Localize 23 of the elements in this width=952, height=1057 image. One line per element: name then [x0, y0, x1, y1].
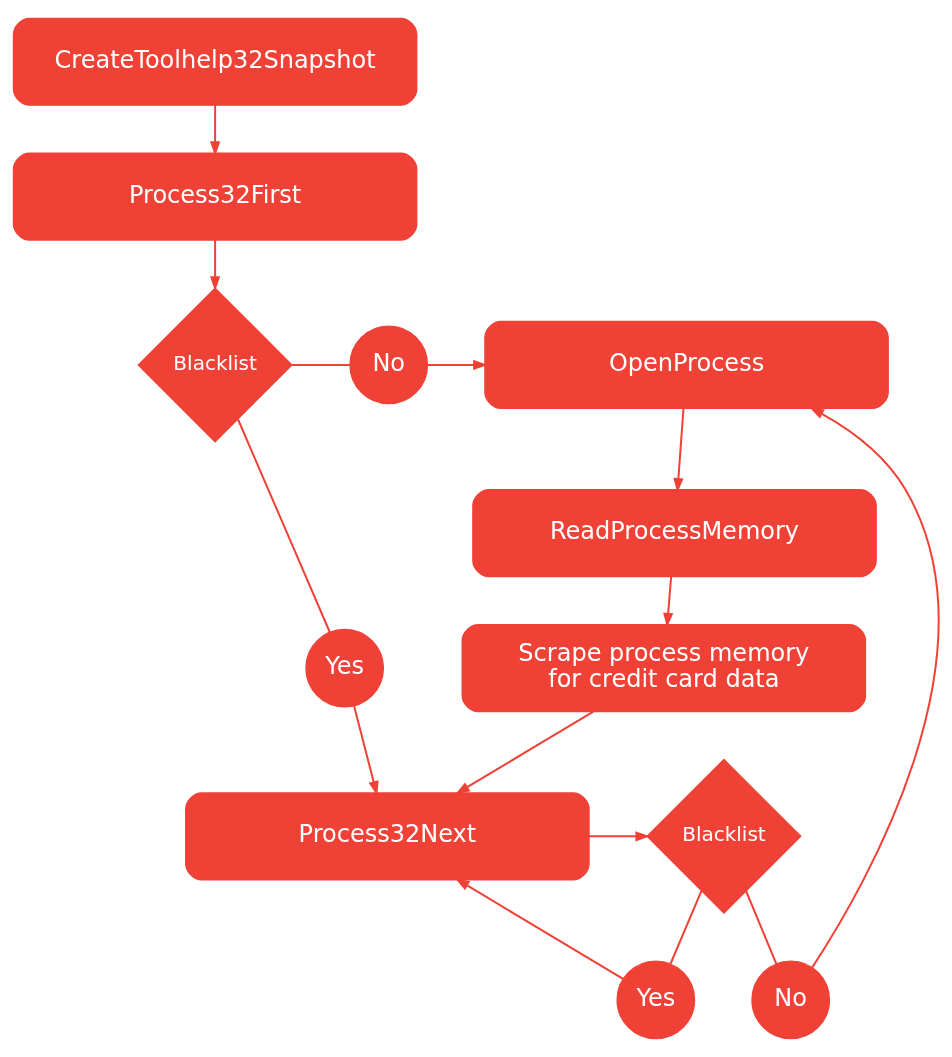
node-box: CreateToolhelp32Snapshot	[12, 17, 418, 106]
arrow	[588, 831, 651, 842]
connector	[291, 363, 351, 366]
node-box: OpenProcess	[484, 320, 889, 409]
node-box: ReadProcessMemory	[472, 489, 877, 578]
node-box: Process32First	[12, 152, 418, 241]
arrow	[455, 710, 595, 795]
node-circle: No	[751, 960, 831, 1040]
node-box: Scrape process memory for credit card data	[461, 624, 867, 713]
connector	[745, 890, 778, 965]
connector	[237, 418, 331, 633]
connector	[669, 889, 703, 965]
arrow	[426, 359, 488, 371]
node-diamond: Blacklist	[646, 758, 802, 915]
node-circle: No	[349, 325, 429, 405]
arrow	[209, 239, 221, 291]
arrow	[353, 704, 379, 796]
arrow	[809, 407, 940, 969]
node-diamond: Blacklist	[137, 287, 293, 443]
node-circle: Yes	[305, 628, 385, 708]
node-box: Process32Next	[185, 792, 590, 881]
arrow	[455, 878, 625, 980]
node-circle: Yes	[616, 960, 696, 1040]
